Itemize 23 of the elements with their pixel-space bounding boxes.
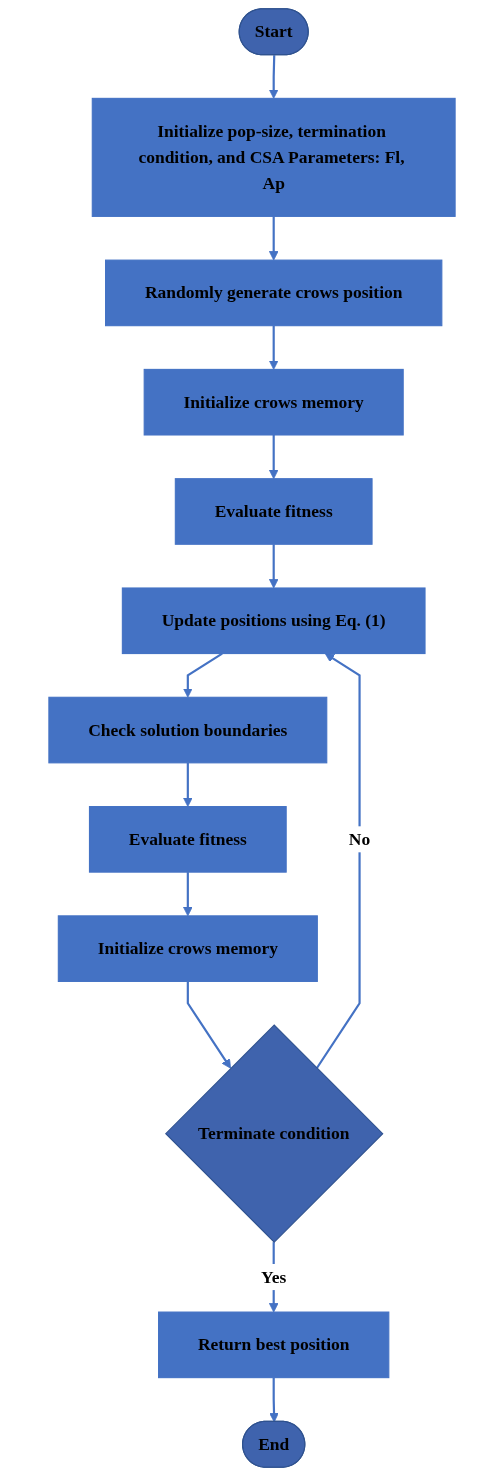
arrow [186, 981, 232, 1069]
arrow [268, 55, 279, 99]
edge-label: Yes [260, 1267, 287, 1286]
arrow [268, 325, 279, 370]
node-box: Randomly generate crows position [105, 259, 443, 327]
node-box: Initialize crows memory [143, 368, 404, 436]
node-box: Check solution boundaries [48, 696, 328, 764]
arrow [183, 762, 193, 807]
node-box: Evaluate fitness [88, 806, 287, 873]
node-box: Return best position [158, 1311, 390, 1379]
arrow [268, 544, 279, 589]
arrow [315, 653, 361, 1069]
node-diamond: Terminate condition [164, 1024, 384, 1243]
node-box: Update positions using Eq. (1) [121, 587, 426, 655]
node-box: Initialize pop-size, termination condition, and CSA Parameters: Fl, Ap [91, 97, 456, 217]
arrow [183, 652, 223, 698]
arrow [268, 435, 279, 480]
node-box: Evaluate fitness [174, 478, 373, 545]
arrow [269, 1377, 279, 1423]
node-box: Initialize crows memory [57, 915, 318, 982]
edge-label: No [348, 829, 371, 849]
arrow [183, 872, 193, 917]
arrow [268, 216, 279, 261]
